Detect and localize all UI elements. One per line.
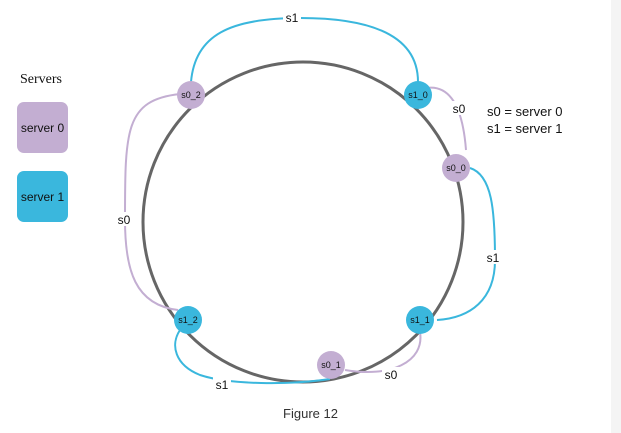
- legend-server-1: server 1: [17, 171, 68, 222]
- legend-note-s1: s1 = server 1: [487, 121, 563, 136]
- node-s0_0: s0_0: [442, 154, 470, 182]
- page-edge: [611, 0, 621, 433]
- connection-label-s1_0-s0_0: s0: [453, 102, 466, 116]
- node-s1_1: s1_1: [406, 306, 434, 334]
- connection-s1_1-s0_1: [344, 331, 422, 374]
- node-s1_2: s1_2: [174, 306, 202, 334]
- node-s1_0: s1_0: [404, 81, 432, 109]
- connection-label-s1_2-s0_2: s0: [118, 213, 131, 227]
- connection-s0_1-s1_2: [174, 329, 331, 385]
- connection-label-s1_1-s0_1: s0: [385, 368, 398, 382]
- legend-server-0: server 0: [17, 102, 68, 153]
- node-label-s0_1: s0_1: [321, 360, 341, 370]
- figure-caption: Figure 12: [283, 406, 338, 421]
- node-label-s0_2: s0_2: [181, 90, 201, 100]
- legend-title: Servers: [20, 72, 62, 87]
- node-label-s1_0: s1_0: [408, 90, 428, 100]
- connection-s1_0-s0_0: [425, 86, 467, 151]
- connection-s0_2-s1_0: [190, 16, 419, 83]
- connection-label-s0_1-s1_2: s1: [216, 378, 229, 392]
- connection-label-s0_0-s1_1: s1: [487, 251, 500, 265]
- hash-ring: [141, 60, 465, 384]
- node-label-s1_1: s1_1: [410, 315, 430, 325]
- legend-note-s0: s0 = server 0: [487, 104, 563, 119]
- node-label-s1_2: s1_2: [178, 315, 198, 325]
- node-s0_1: s0_1: [317, 351, 345, 379]
- connection-label-s0_2-s1_0: s1: [286, 11, 299, 25]
- node-label-s0_0: s0_0: [446, 163, 466, 173]
- node-s0_2: s0_2: [177, 81, 205, 109]
